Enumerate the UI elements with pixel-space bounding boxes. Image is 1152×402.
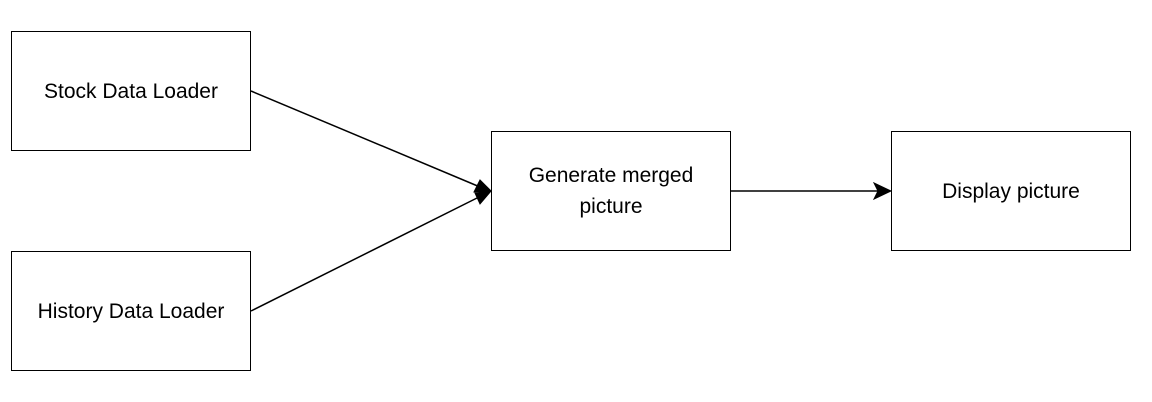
- node-history-data-loader[interactable]: History Data Loader: [11, 251, 251, 371]
- edge-stock-to-merge: [250, 90, 481, 188]
- arrowhead-merge-to-display: [872, 181, 893, 201]
- node-label: Stock Data Loader: [44, 79, 218, 103]
- node-label: Generate merged picture: [528, 164, 694, 218]
- arrowhead-history-to-merge: [474, 190, 493, 205]
- node-label: History Data Loader: [37, 299, 225, 323]
- node-label: Display picture: [942, 179, 1080, 203]
- edge-history-to-merge: [250, 195, 482, 312]
- arrowhead-stock-to-merge: [473, 179, 493, 193]
- node-generate-merged-picture[interactable]: Generate merged picture: [491, 131, 731, 251]
- node-stock-data-loader[interactable]: Stock Data Loader: [11, 31, 251, 151]
- node-display-picture[interactable]: Display picture: [891, 131, 1131, 251]
